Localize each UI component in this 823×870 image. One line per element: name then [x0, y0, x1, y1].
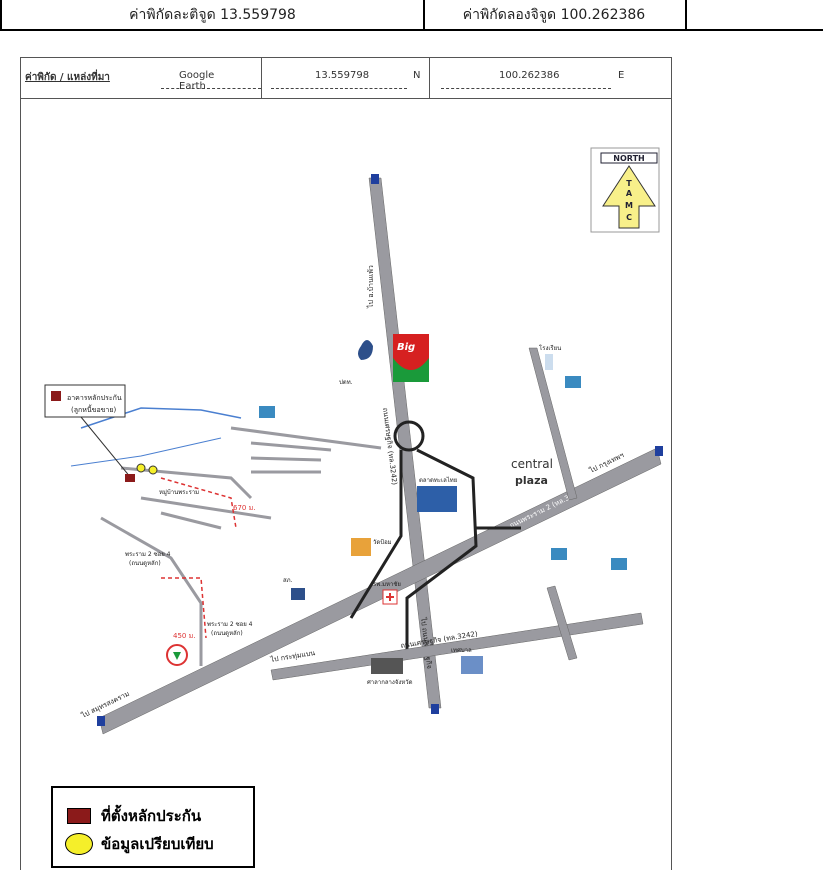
svg-text:M: M	[625, 201, 633, 210]
svg-text:ถนนเศรษฐกิจ (ทล.3242): ถนนเศรษฐกิจ (ทล.3242)	[381, 407, 398, 486]
svg-text:สภ.: สภ.	[283, 577, 293, 584]
map-page: ค่าพิกัด / แหล่งที่มา Google Earth 13.55…	[20, 57, 672, 870]
legend: ที่ตั้งหลักประกัน ข้อมูลเปรียบเทียบ	[51, 786, 255, 868]
svg-text:(ถนนดูหลัก): (ถนนดูหลัก)	[129, 560, 161, 567]
latitude-label: ค่าพิกัดละติจูด 13.559798	[129, 6, 296, 23]
svg-text:A: A	[626, 189, 633, 198]
collateral-callout: อาคารหลักประกัน (ลูกหนี้ขอขาย)	[44, 384, 132, 479]
legend-label-comparison: ข้อมูลเปรียบเทียบ	[101, 835, 214, 853]
rama2-road: ถนนพระราม 2 (ทล.35) ถนนพระราม 2 (ทล.35) …	[79, 446, 663, 735]
compare-marker	[136, 463, 146, 473]
svg-text:ปตท.: ปตท.	[339, 379, 353, 386]
temple-icon: วัดป้อม	[351, 538, 392, 556]
svg-text:C: C	[626, 213, 632, 222]
right-roads	[528, 347, 578, 661]
svg-text:670 ม.: 670 ม.	[233, 504, 255, 512]
route-450m	[161, 577, 207, 639]
svg-text:450 ม.: 450 ม.	[173, 632, 195, 640]
svg-text:ถนนพระราม 2 (ทล.35): ถนนพระราม 2 (ทล.35)	[508, 491, 577, 530]
municipal-icon: เทศบาล	[451, 647, 483, 674]
coords-title: ค่าพิกัด / แหล่งที่มา	[25, 72, 110, 83]
coordinates-row: ค่าพิกัด / แหล่งที่มา Google Earth 13.55…	[21, 58, 671, 99]
svg-text:ตลาดทะเลไทย: ตลาดทะเลไทย	[419, 476, 457, 484]
coords-lon-dir: E	[618, 70, 625, 81]
longitude-label: ค่าพิกัดลองจิจูด 100.262386	[462, 6, 646, 23]
svg-text:รพ.มหาชัย: รพ.มหาชัย	[373, 581, 401, 588]
svg-text:พระราม 2 ซอย 4: พระราม 2 ซอย 4	[125, 551, 171, 558]
header-divider	[685, 29, 823, 31]
ptt-station-icon: ปตท.	[339, 340, 373, 386]
collateral-swatch	[67, 808, 91, 824]
big-c-icon: Big	[393, 334, 429, 382]
svg-text:(ถนนดูหลัก): (ถนนดูหลัก)	[211, 630, 243, 637]
svg-text:วัดป้อม: วัดป้อม	[373, 539, 392, 546]
svg-text:พระราม 2 ซอย 4: พระราม 2 ซอย 4	[207, 621, 253, 628]
shop-icon	[259, 376, 627, 570]
svg-text:(ลูกหนี้ขอขาย): (ลูกหนี้ขอขาย)	[71, 403, 116, 414]
route-670m	[160, 477, 237, 529]
legend-item-collateral: ที่ตั้งหลักประกัน	[67, 804, 201, 828]
coords-source: Google Earth	[179, 70, 215, 92]
svg-text:Big: Big	[397, 342, 415, 353]
svg-text:อาคารหลักประกัน: อาคารหลักประกัน	[67, 394, 122, 402]
central-plaza-logo: central plaza	[511, 457, 553, 487]
header-bar: ค่าพิกัดละติจูด 13.559798 ค่าพิกัดลองจิจ…	[0, 0, 823, 31]
svg-text:plaza: plaza	[515, 474, 548, 487]
svg-text:ศาลากลางจังหวัด: ศาลากลางจังหวัด	[367, 679, 413, 686]
river	[80, 407, 242, 429]
svg-text:central: central	[511, 457, 553, 471]
comparison-swatch	[65, 833, 93, 855]
market-building-icon: ตลาดทะเลไทย	[417, 476, 457, 512]
location-map: NORTH T A M C ไป อ.บ้านแพ้ว ถนนเศรษฐกิจ …	[44, 147, 663, 735]
svg-text:T: T	[626, 179, 632, 188]
north-label: NORTH	[613, 154, 644, 163]
collateral-marker	[125, 474, 135, 482]
coords-lon: 100.262386	[499, 70, 560, 81]
svg-text:เทศบาล: เทศบาล	[451, 647, 472, 654]
north-arrow-icon: NORTH T A M C	[590, 147, 660, 233]
hospital-icon: รพ.มหาชัย	[373, 581, 401, 605]
coords-lat-dir: N	[413, 70, 421, 81]
longitude-cell: ค่าพิกัดลองจิจูด 100.262386	[423, 0, 687, 31]
coords-lat: 13.559798	[315, 70, 370, 81]
latitude-cell: ค่าพิกัดละติจูด 13.559798	[0, 0, 425, 31]
left-streets	[100, 426, 382, 666]
legend-label-collateral: ที่ตั้งหลักประกัน	[101, 807, 202, 825]
legend-item-comparison: ข้อมูลเปรียบเทียบ	[65, 832, 214, 856]
main-vertical-road: ไป อ.บ้านแพ้ว ถนนเศรษฐกิจ (ทล.3242) ไป ถ…	[366, 174, 442, 714]
bank-icon	[166, 644, 188, 666]
school-icon: โรงเรียน	[539, 344, 561, 370]
svg-text:ไป อ.บ้านแพ้ว: ไป อ.บ้านแพ้ว	[366, 265, 375, 309]
police-icon: สภ.	[283, 577, 305, 600]
interchange	[349, 420, 521, 658]
provincial-office-icon: ศาลากลางจังหวัด	[367, 658, 413, 686]
svg-text:โรงเรียน: โรงเรียน	[539, 344, 561, 352]
svg-text:หมู่บ้านพระราม: หมู่บ้านพระราม	[159, 489, 199, 496]
